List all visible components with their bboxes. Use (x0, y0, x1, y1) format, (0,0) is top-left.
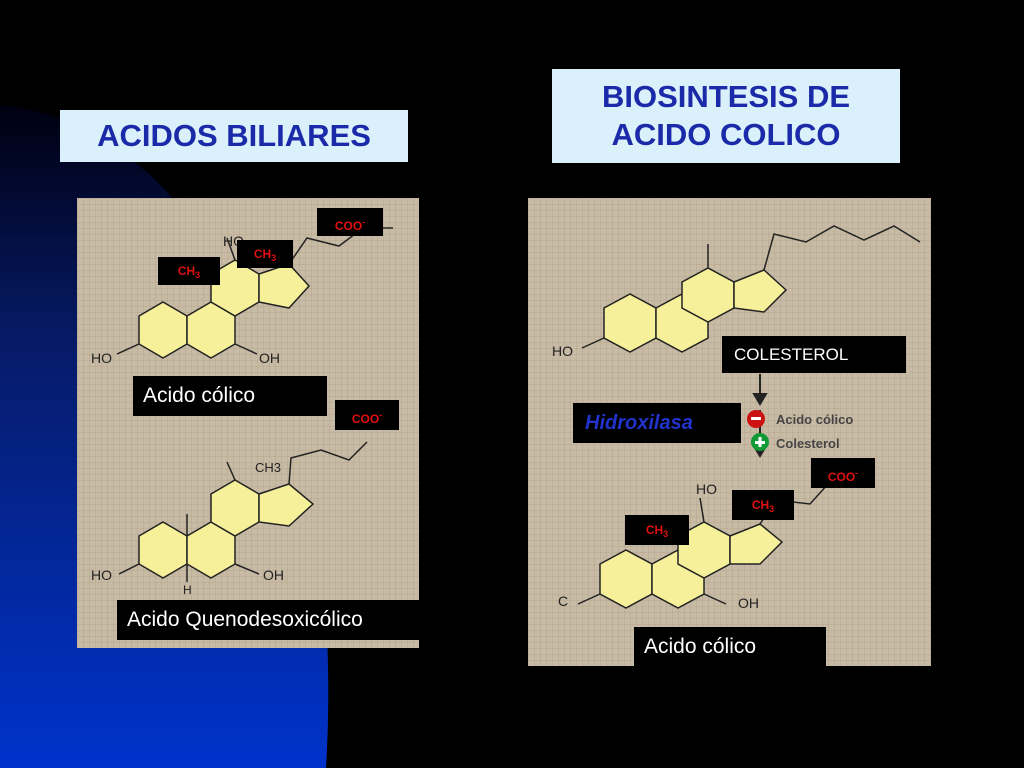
colesterol-label: COLESTEROL (722, 336, 906, 373)
acido-colico-label-left: Acido cólico (133, 376, 327, 416)
cholic-acid-rings-right (599, 521, 784, 609)
svg-text:OH: OH (259, 350, 280, 366)
left-ch3-label-b: CH3 (237, 240, 293, 268)
svg-text:OH: OH (738, 595, 759, 611)
svg-text:H: H (183, 583, 192, 597)
svg-text:HO: HO (552, 343, 573, 359)
acido-colico-label-right: Acido cólico (634, 627, 826, 667)
title-left-text: ACIDOS BILIARES (97, 118, 371, 153)
svg-text:HO: HO (91, 567, 112, 583)
right-ch3-label-b: CH3 (732, 490, 794, 520)
acido-quenodesoxicolico-label: Acido Quenodesoxicólico (117, 600, 446, 640)
left-ch3-label-a: CH3 (158, 257, 220, 285)
svg-text:HO: HO (91, 350, 112, 366)
svg-text:Acido cólico: Acido cólico (776, 412, 853, 427)
svg-text:C: C (558, 593, 568, 609)
left-coo-mid-label: COO- (335, 400, 399, 430)
title-right-line2: ACIDO COLICO (611, 117, 841, 152)
cholesterol-rings (603, 267, 788, 353)
svg-text:CH3: CH3 (255, 460, 281, 475)
svg-text:OH: OH (263, 567, 284, 583)
title-acidos-biliares: ACIDOS BILIARES (60, 110, 408, 162)
hidroxilasa-label: Hidroxilasa (573, 403, 741, 443)
left-coo-top-label: COO- (317, 208, 383, 236)
svg-text:HO: HO (696, 481, 717, 497)
right-ch3-label-a: CH3 (625, 515, 689, 545)
title-biosintesis: BIOSINTESIS DE ACIDO COLICO (552, 69, 900, 163)
chenodeoxycholic-acid-rings (138, 479, 315, 579)
right-coo-label: COO- (811, 458, 875, 488)
svg-text:Colesterol: Colesterol (776, 436, 840, 451)
title-right-line1: BIOSINTESIS DE (601, 79, 851, 114)
